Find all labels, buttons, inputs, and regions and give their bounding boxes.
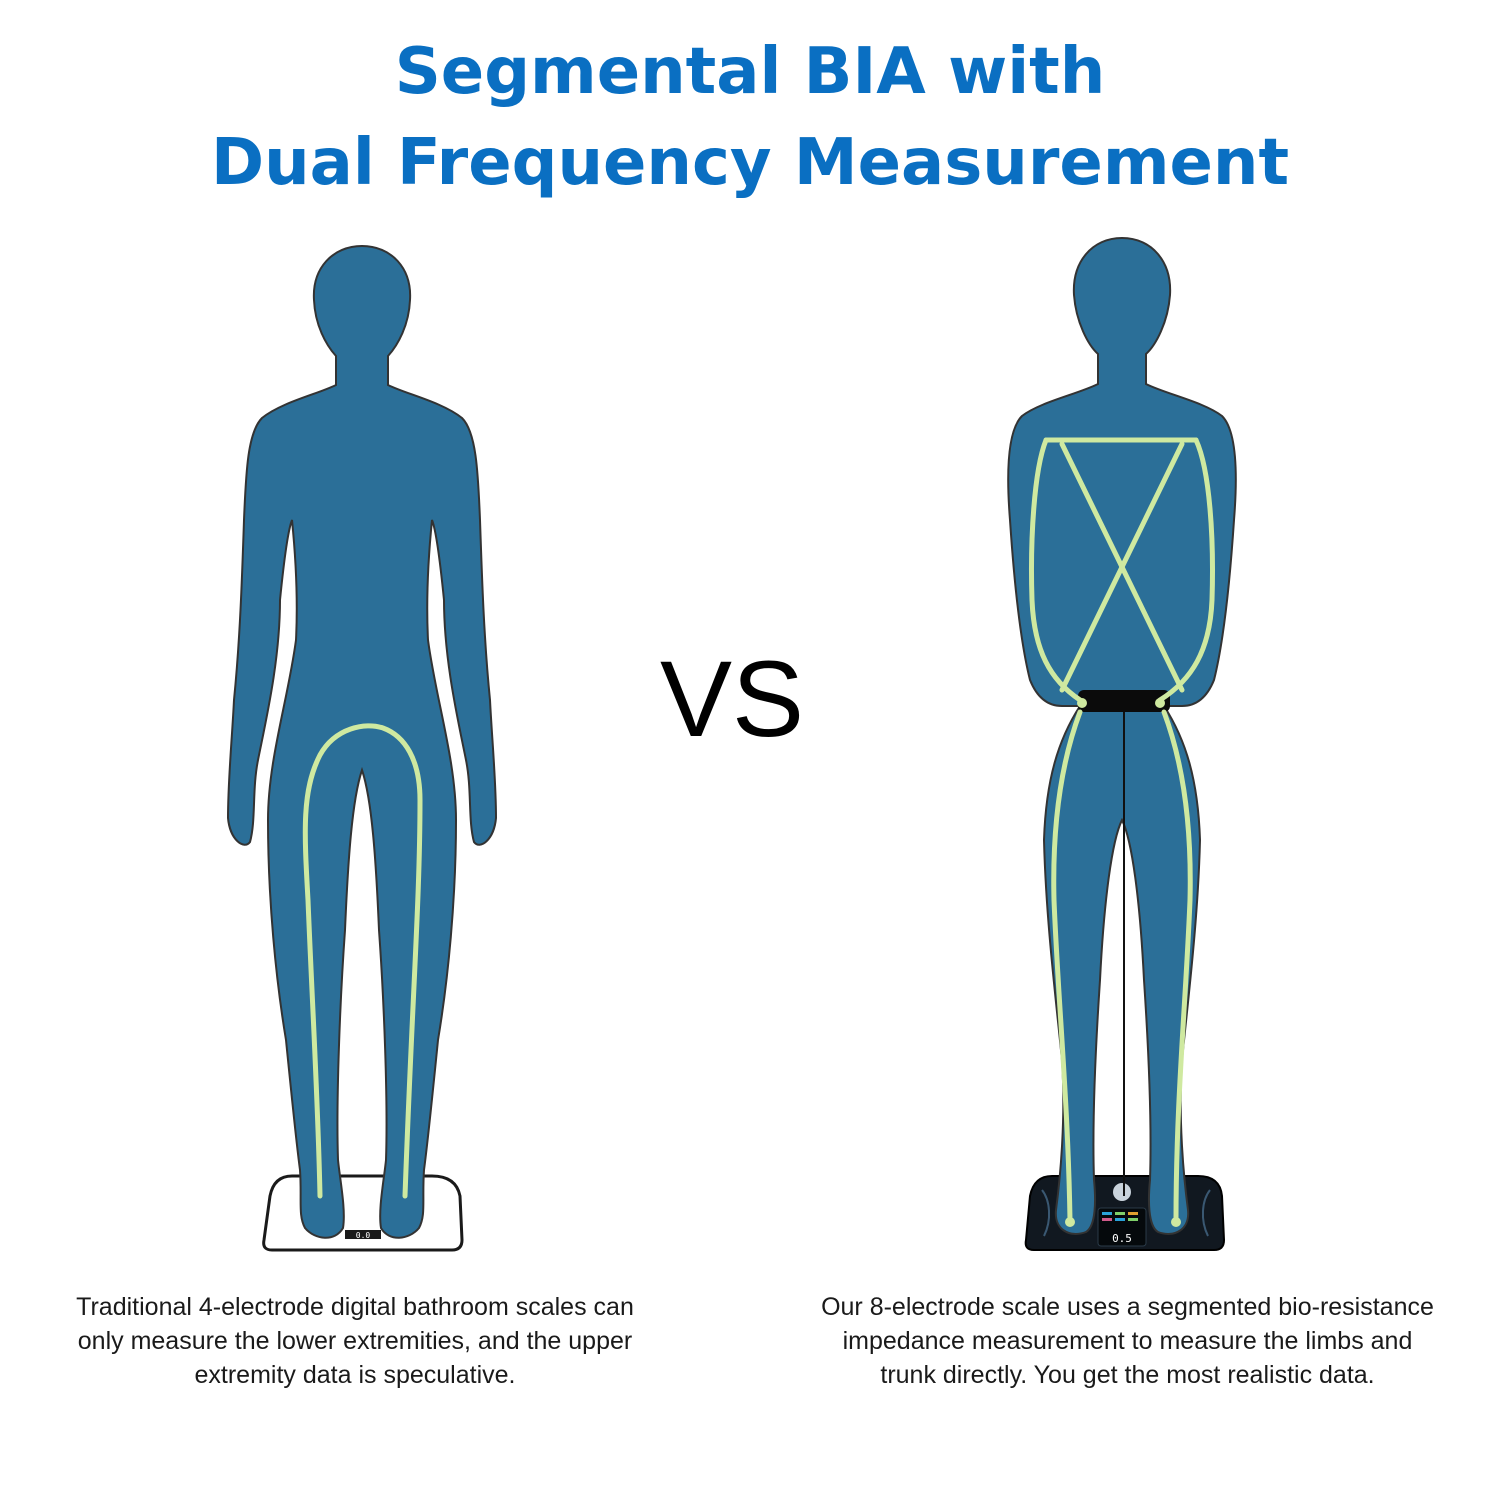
left-body-silhouette: [226, 244, 498, 1239]
left-scale-readout: 0.0: [356, 1231, 371, 1240]
right-body-silhouette: [1007, 236, 1237, 1235]
title-line-1: Segmental BIA with: [394, 35, 1106, 109]
left-caption-line: only measure the lower extremities, and …: [77, 1327, 633, 1355]
right-scale-readout: 0.5: [1112, 1232, 1132, 1245]
title-line-2: Dual Frequency Measurement: [210, 126, 1290, 200]
right-scale-logo: [1113, 1183, 1131, 1201]
right-current-paths: [1029, 437, 1215, 1223]
left-current-path: [302, 723, 423, 1199]
right-caption-line: trunk directly. You get the most realist…: [880, 1361, 1375, 1389]
left-caption-line: extremity data is speculative.: [194, 1361, 516, 1389]
right-electrodes: [1065, 698, 1181, 1227]
right-handle-bar: [1078, 690, 1170, 712]
left-figure: 0.0: [226, 244, 498, 1252]
right-caption: Our 8-electrode scale uses a segmented b…: [770, 1290, 1485, 1392]
right-figure: 0.5: [1007, 236, 1237, 1251]
left-scale: 0.0: [262, 1174, 464, 1252]
left-caption: Traditional 4-electrode digital bathroom…: [20, 1290, 690, 1392]
left-scale-display: [345, 1230, 381, 1239]
right-caption-line: impedance measurement to measure the lim…: [842, 1327, 1413, 1355]
right-scale-display: [1097, 1207, 1147, 1247]
vs-label: VS: [660, 638, 805, 759]
left-caption-line: Traditional 4-electrode digital bathroom…: [76, 1293, 634, 1321]
right-caption-line: Our 8-electrode scale uses a segmented b…: [821, 1293, 1434, 1321]
